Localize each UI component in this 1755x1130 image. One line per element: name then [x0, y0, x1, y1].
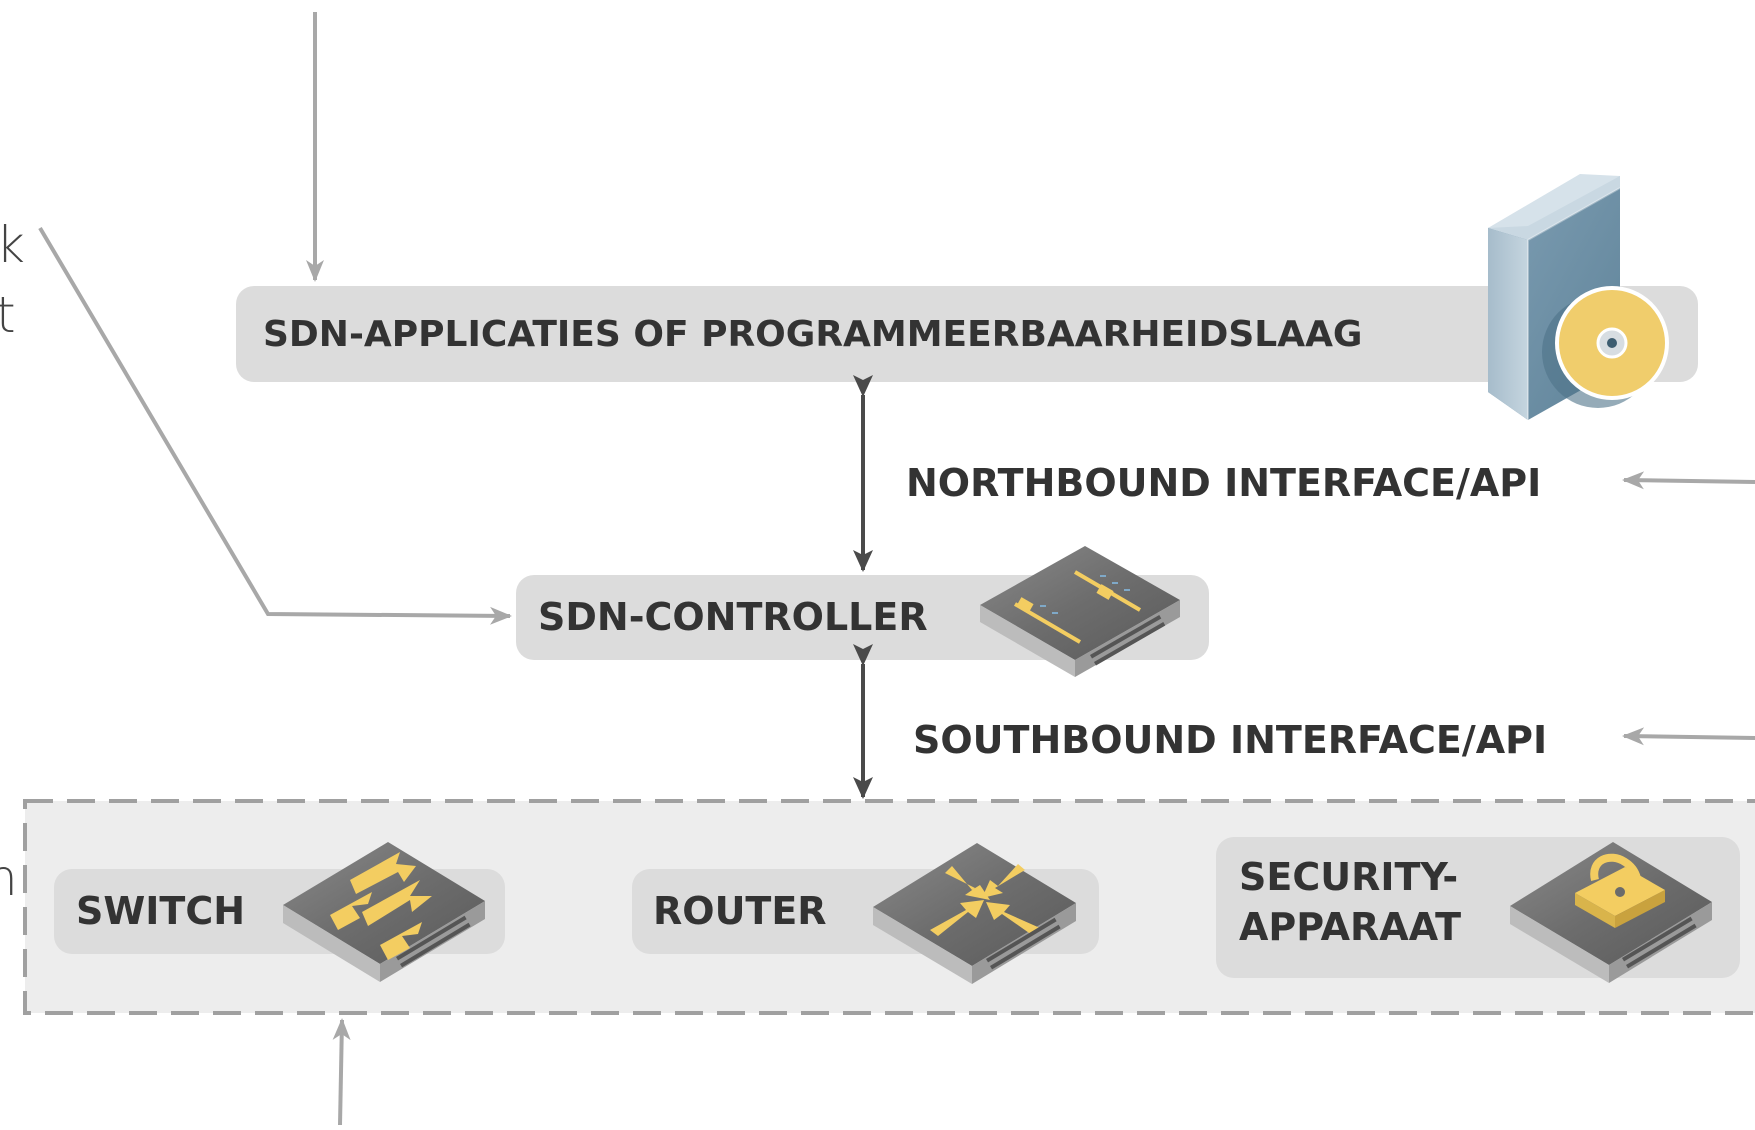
southbound-callout-arrow: [1622, 727, 1755, 746]
edge-fragment-t: t: [0, 286, 16, 344]
controller-device-icon: [980, 546, 1180, 677]
router-device-icon: [873, 843, 1076, 984]
application-layer-box: [236, 286, 1698, 382]
software-box-cd-icon: [1488, 174, 1669, 420]
edge-fragment-n: n: [0, 849, 18, 907]
edge-fragment-k: k: [0, 216, 25, 274]
router-label: ROUTER: [653, 889, 827, 933]
left-callout-arrow: [38, 226, 512, 625]
switch-device-icon: [283, 842, 485, 982]
bottom-callout-arrow: [332, 1018, 351, 1126]
application-layer-label: SDN-APPLICATIES OF PROGRAMMEERBAARHEIDSL…: [263, 314, 1362, 355]
security-label-line2: APPARAAT: [1239, 905, 1461, 949]
northbound-callout-arrow: [1622, 471, 1755, 490]
security-label-line1: SECURITY-: [1239, 855, 1458, 899]
security-lock-device-icon: [1510, 842, 1712, 983]
switch-label: SWITCH: [76, 889, 245, 933]
northbound-label: NORTHBOUND INTERFACE/API: [906, 461, 1541, 505]
southbound-label: SOUTHBOUND INTERFACE/API: [913, 718, 1547, 762]
controller-layer-label: SDN-CONTROLLER: [538, 595, 928, 639]
